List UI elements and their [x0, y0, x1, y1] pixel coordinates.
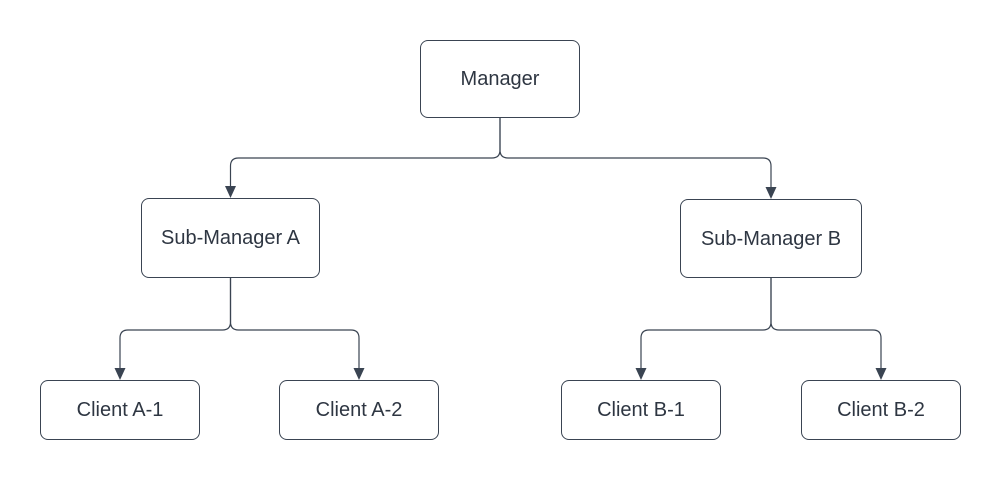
node-client-b1[interactable]: Client B-1 [561, 380, 721, 440]
arrowhead-client-b1 [635, 368, 647, 380]
node-client-b2-label: Client B-2 [837, 399, 925, 421]
node-client-a2-label: Client A-2 [315, 399, 403, 421]
connector-sub-b-to-client-b1 [640, 278, 772, 368]
node-client-a2[interactable]: Client A-2 [279, 380, 439, 440]
node-client-a1-label: Client A-1 [76, 399, 164, 421]
node-sub-manager-b-label: Sub-Manager B [700, 227, 842, 250]
arrowhead-sub-a [225, 186, 236, 198]
node-client-b1-label: Client B-1 [597, 399, 685, 421]
arrowhead-client-b2 [875, 368, 887, 380]
node-sub-manager-a-label: Sub-Manager A [161, 227, 300, 249]
arrowhead-sub-b [765, 187, 777, 199]
connector-sub-a-to-client-a2 [229, 278, 360, 368]
node-manager[interactable]: Manager [420, 40, 580, 118]
node-sub-manager-b[interactable]: Sub-Manager B [680, 199, 862, 278]
node-sub-manager-a[interactable]: Sub-Manager A [141, 198, 320, 278]
node-client-b2[interactable]: Client B-2 [801, 380, 961, 440]
connector-manager-to-sub-a [229, 118, 501, 186]
arrowhead-client-a2 [353, 368, 365, 380]
connector-sub-b-to-client-b2 [770, 278, 882, 368]
connector-manager-to-sub-b [499, 118, 772, 187]
node-manager-label: Manager [460, 68, 540, 90]
node-client-a1[interactable]: Client A-1 [40, 380, 200, 440]
connector-sub-a-to-client-a1 [119, 278, 232, 368]
arrowhead-client-a1 [114, 368, 126, 380]
